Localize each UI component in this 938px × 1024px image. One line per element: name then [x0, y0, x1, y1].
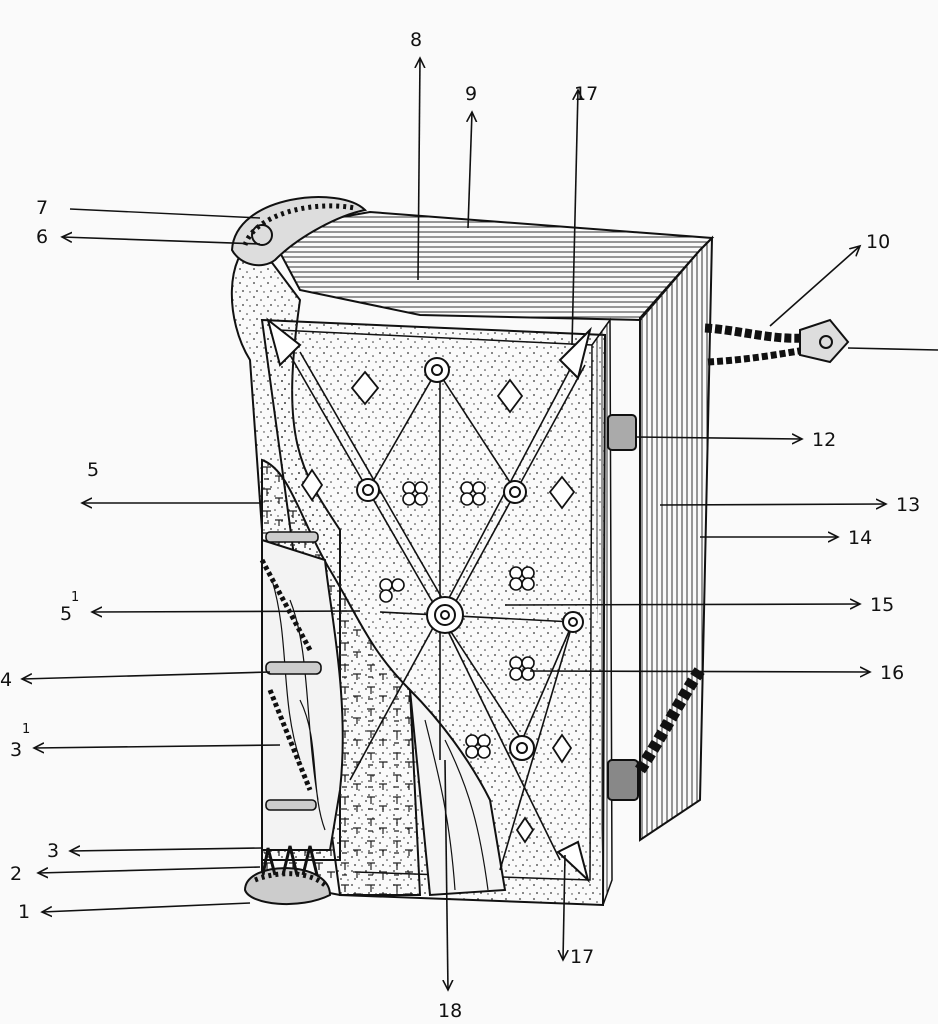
- label-5-prime-sup: 1: [71, 590, 79, 605]
- label-7: 7: [36, 197, 48, 219]
- chain-upper: [704, 323, 806, 343]
- label-13: 13: [896, 494, 920, 516]
- leader-lines: [22, 58, 938, 990]
- label-3: 3: [47, 840, 59, 862]
- wooden-board-area: [261, 538, 344, 851]
- label-18: 18: [438, 1000, 462, 1022]
- clasp-upper: [607, 414, 637, 451]
- label-3-prime: 3: [10, 739, 22, 761]
- corner-boss-top-left: [266, 317, 302, 367]
- book-illustration: [230, 196, 850, 907]
- label-2: 2: [10, 863, 22, 885]
- bottom-tiedowns: [261, 845, 319, 876]
- label-17-bottom: 17: [570, 946, 594, 968]
- label-5-prime: 5: [60, 603, 72, 625]
- cover-right-edge: [591, 317, 613, 906]
- label-10: 10: [866, 231, 890, 253]
- headcap: [230, 196, 368, 267]
- label-16: 16: [880, 662, 904, 684]
- corner-boss-top-right: [558, 326, 592, 380]
- cord-twisted-1: [259, 558, 313, 652]
- chain-upper-2: [707, 346, 806, 366]
- label-14: 14: [848, 527, 872, 549]
- corner-boss-bottom-right: [556, 840, 590, 884]
- label-12: 12: [812, 429, 836, 451]
- fore-edge-pages: [639, 235, 714, 842]
- label-4: 4: [0, 669, 12, 691]
- bottom-endband: [243, 867, 332, 906]
- sewing-supports: [265, 531, 322, 811]
- label-5: 5: [87, 459, 99, 481]
- endband-beads: [254, 871, 327, 888]
- label-15: 15: [870, 594, 894, 616]
- label-3-prime-sup: 1: [22, 722, 30, 737]
- flower-ornaments: [379, 481, 535, 759]
- round-bosses: [356, 357, 584, 761]
- headband-end: [251, 224, 273, 246]
- wood-grain-lower: [408, 687, 507, 897]
- clasp-lower: [607, 759, 639, 801]
- label-6: 6: [36, 226, 48, 248]
- label-17-top: 17: [574, 83, 598, 105]
- top-page-edges: [266, 210, 715, 322]
- label-8: 8: [410, 29, 422, 51]
- cord-twisted-2: [267, 689, 313, 791]
- label-1: 1: [18, 901, 30, 923]
- diagram-labels: 1 2 3 3 1 4 5 1 5 6 7 8 9 10 12 13 14 15…: [0, 29, 920, 1022]
- label-9: 9: [465, 83, 477, 105]
- diamond-ornaments: [300, 370, 576, 844]
- chain-ring: [799, 318, 850, 364]
